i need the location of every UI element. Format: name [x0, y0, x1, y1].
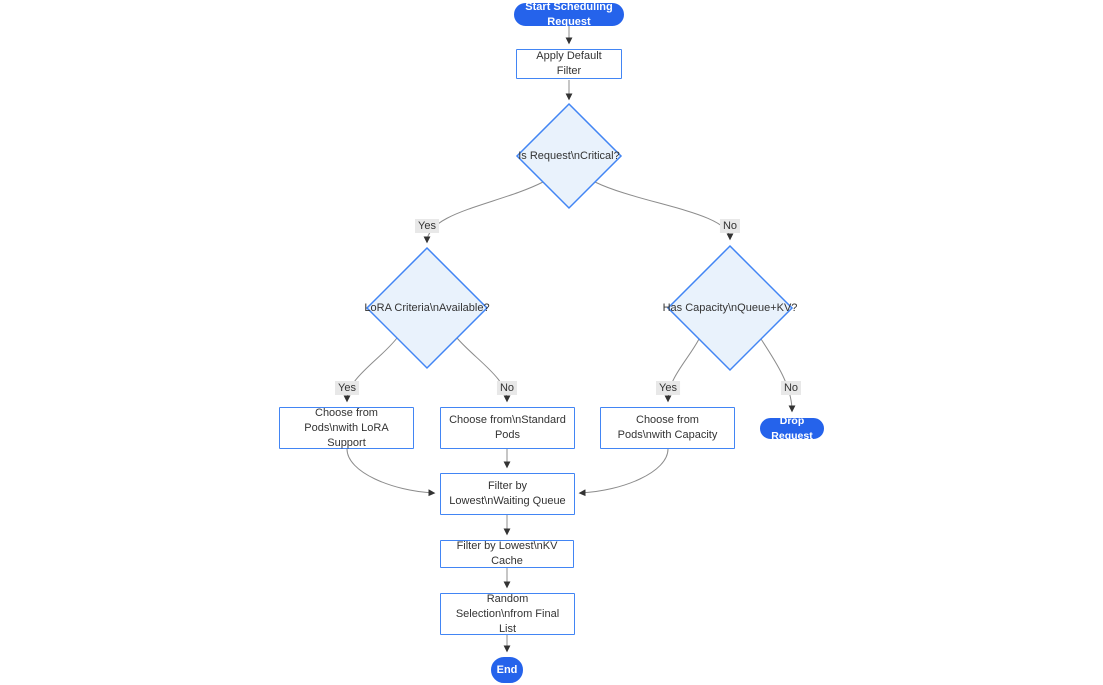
decision-lora-criteria-label: LoRA Criteria\nAvailable? — [364, 302, 490, 314]
edge-label-capacity-yes: Yes — [656, 381, 680, 395]
edge-label-critical-no: No — [719, 219, 741, 233]
node-start-label: Start Scheduling Request — [525, 0, 613, 28]
decision-has-capacity-label: Has Capacity\nQueue+KV? — [662, 302, 798, 314]
node-random-selection-label: Random Selection\nfrom Final List — [455, 592, 560, 635]
node-filter-waiting-queue: Filter by Lowest\nWaiting Queue — [440, 473, 575, 515]
decision-is-critical-label: Is Request\nCritical? — [518, 150, 620, 162]
node-filter-kv-cache-label: Filter by Lowest\nKV Cache — [456, 540, 558, 567]
node-choose-capacity-pods: Choose from Pods\nwith Capacity — [600, 407, 735, 449]
decision-has-capacity-shape — [666, 244, 794, 372]
edge-label-lora-yes: Yes — [335, 381, 359, 395]
node-choose-standard-pods-label: Choose from\nStandard Pods — [449, 414, 566, 441]
edge-is-critical-no — [594, 181, 734, 241]
node-drop-request-label: Drop Request — [771, 414, 813, 442]
node-choose-lora-pods: Choose from Pods\nwith LoRA Support — [279, 407, 414, 449]
node-random-selection: Random Selection\nfrom Final List — [440, 593, 575, 635]
edge-label-capacity-no: No — [780, 381, 802, 395]
node-filter-kv-cache: Filter by Lowest\nKV Cache — [440, 540, 574, 568]
node-choose-standard-pods: Choose from\nStandard Pods — [440, 407, 575, 449]
decision-lora-criteria-shape — [365, 246, 489, 370]
node-choose-capacity-pods-label: Choose from Pods\nwith Capacity — [617, 414, 718, 441]
node-start: Start Scheduling Request — [514, 1, 624, 28]
edge-capacity-no — [760, 338, 796, 413]
node-apply-default-filter: Apply Default Filter — [516, 49, 622, 79]
edge-is-critical-yes — [423, 181, 544, 244]
node-apply-default-filter-label: Apply Default Filter — [536, 50, 602, 77]
edge-label-critical-yes: Yes — [415, 219, 439, 233]
edge-choose-lora-to-filter-waiting — [346, 448, 436, 497]
decision-is-critical-shape — [515, 102, 623, 210]
edge-choose-capacity-to-filter-waiting — [578, 448, 669, 497]
node-choose-lora-pods-label: Choose from Pods\nwith LoRA Support — [304, 406, 389, 449]
edge-label-lora-no: No — [496, 381, 518, 395]
node-end-label: End — [496, 663, 518, 676]
node-drop-request: Drop Request — [760, 415, 824, 442]
node-end: End — [491, 657, 523, 683]
node-filter-waiting-queue-label: Filter by Lowest\nWaiting Queue — [449, 480, 566, 507]
